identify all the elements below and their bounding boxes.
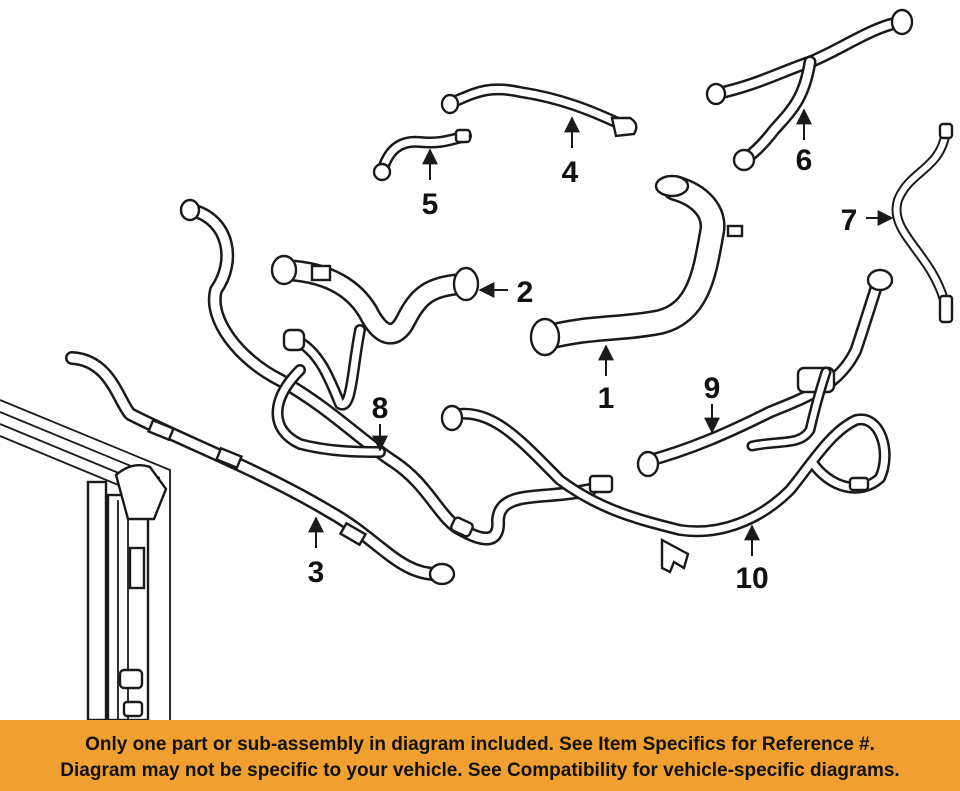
callout-10: 10 xyxy=(735,562,768,595)
disclaimer-line-2: Diagram may not be specific to your vehi… xyxy=(60,760,900,781)
callout-3: 3 xyxy=(308,556,325,589)
hose-7 xyxy=(891,122,954,324)
disclaimer-line-1: Only one part or sub-assembly in diagram… xyxy=(85,734,875,755)
hose-diagram: 1 2 3 4 5 6 7 8 9 10 xyxy=(0,8,954,720)
hose-5 xyxy=(372,128,472,182)
callout-7: 7 xyxy=(841,204,858,237)
callout-4: 4 xyxy=(562,156,579,189)
hose-1 xyxy=(529,174,744,357)
hose-6 xyxy=(705,8,914,172)
callout-1: 1 xyxy=(598,382,615,415)
radiator xyxy=(0,399,171,720)
hose-9 xyxy=(636,268,894,478)
hose-3 xyxy=(65,351,456,586)
callout-5: 5 xyxy=(422,188,439,221)
hose-4 xyxy=(440,83,638,138)
callout-labels: 1 2 3 4 5 6 7 8 9 10 xyxy=(308,144,858,595)
callout-6: 6 xyxy=(796,144,813,177)
hose-10 xyxy=(440,366,891,574)
callout-arrows xyxy=(308,108,894,556)
callout-2: 2 xyxy=(517,276,534,309)
callout-9: 9 xyxy=(704,372,721,405)
callout-8: 8 xyxy=(372,392,389,425)
hose-8 xyxy=(179,198,597,546)
disclaimer-banner: Only one part or sub-assembly in diagram… xyxy=(0,720,960,791)
hose-2 xyxy=(270,254,480,345)
